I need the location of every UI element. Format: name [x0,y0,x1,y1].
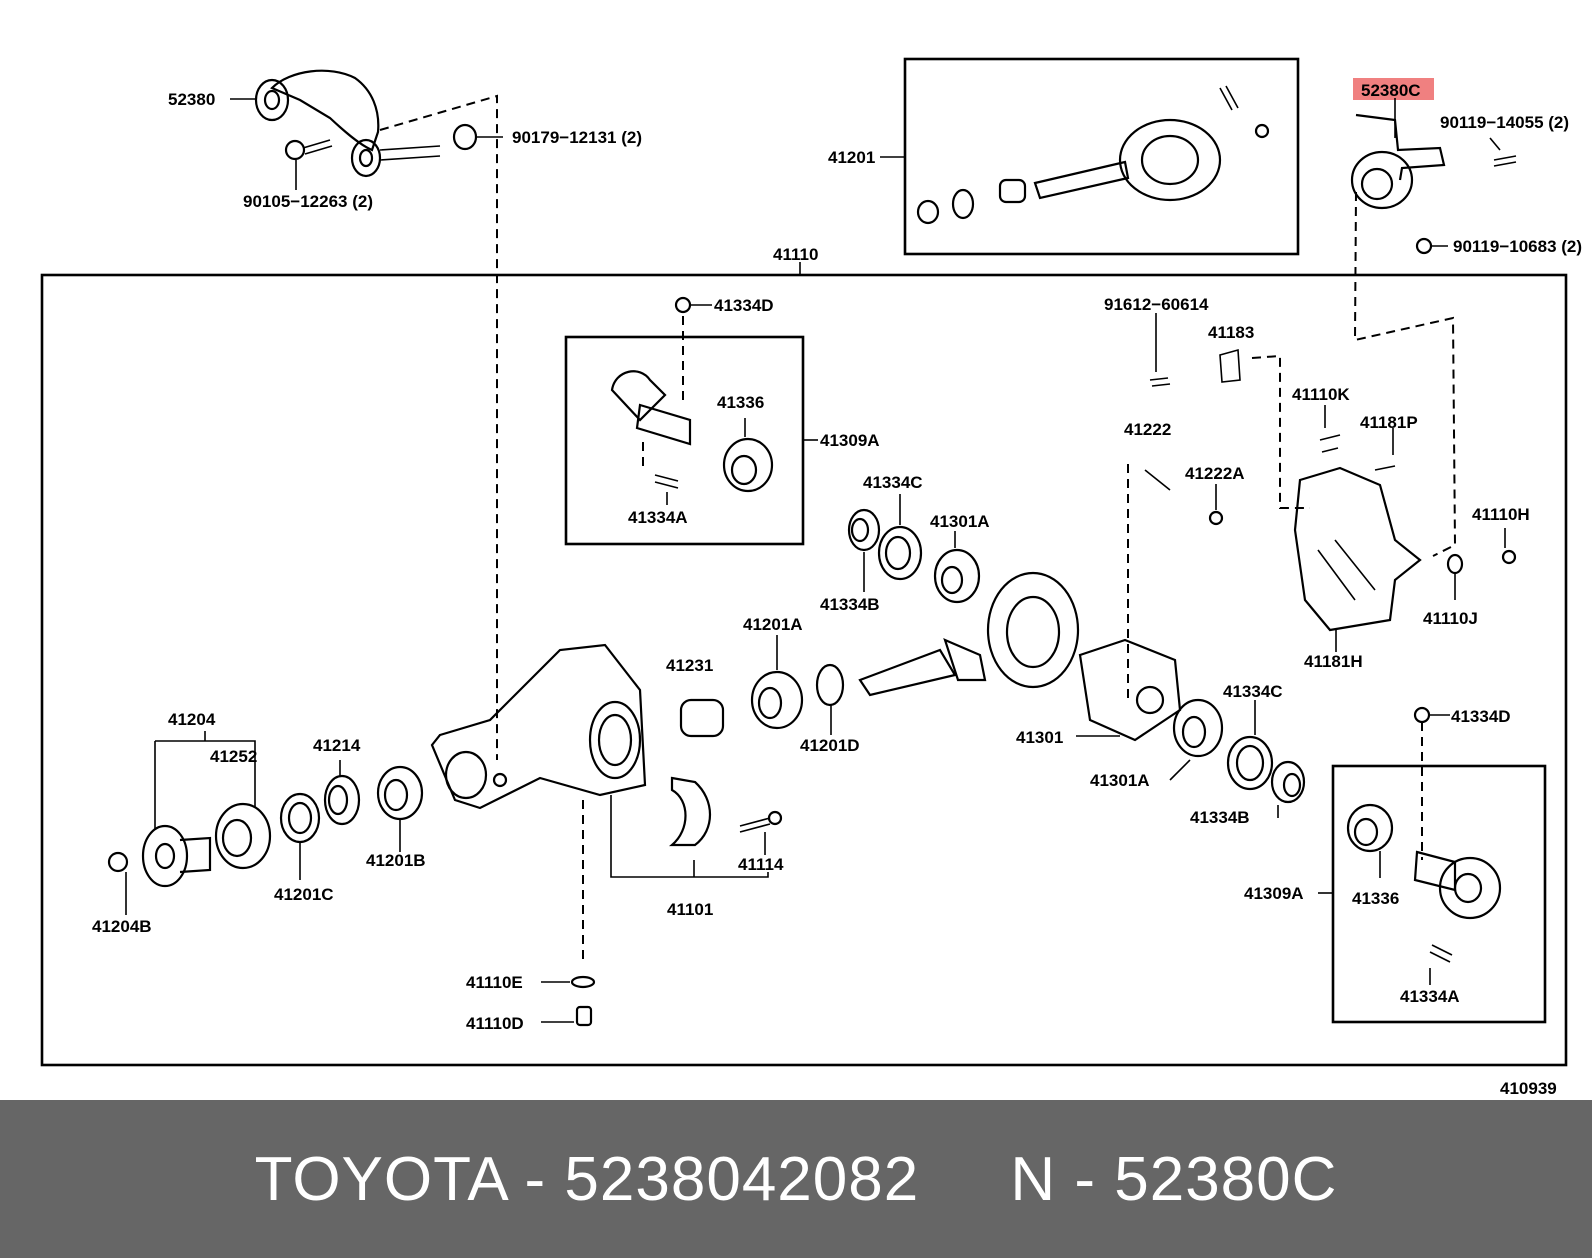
label-41334D-top: 41334D [714,296,774,315]
label-91612-60614: 91612−60614 [1104,295,1209,314]
label-41110: 41110 [773,245,818,264]
highlight-52380C [1353,78,1434,100]
label-41231: 41231 [666,656,713,675]
label-41181H: 41181H [1304,652,1363,671]
label-41201: 41201 [828,148,875,167]
label-41110D: 41110D [466,1014,524,1033]
footer-part-number: TOYOTA - 5238042082 N - 52380C [254,1144,1338,1214]
label-41201D: 41201D [800,736,860,755]
assembly-frame [40,273,1568,1067]
label-41252: 41252 [210,747,257,766]
label-41334D-bot: 41334D [1451,707,1511,726]
label-41334B-bot: 41334B [1190,808,1250,827]
label-52380C: 52380C [1361,81,1421,100]
label-41110J: 41110J [1423,609,1478,628]
label-41334C-bot: 41334C [1223,682,1283,701]
label-41110E: 41110E [466,973,523,992]
label-41204B: 41204B [92,917,152,936]
label-41301A-bot: 41301A [1090,771,1150,790]
label-41222: 41222 [1124,420,1171,439]
parts-diagram: 52380 90179−12131 (2) 90105−12263 (2) 41… [40,57,1582,1098]
ring-gear-pinion-set [916,85,1270,225]
pinion-parts [679,638,987,738]
label-41214: 41214 [313,736,361,755]
label-41110K: 41110K [1292,385,1350,404]
carrier-housing [430,643,647,810]
label-41183: 41183 [1208,323,1254,342]
rear-cover [1144,348,1517,632]
side-gear-shaft-right [1346,803,1502,963]
side-gear-shaft-left [610,370,774,493]
label-41201A: 41201A [743,615,803,634]
side-bearings-right [1172,698,1306,804]
label-41334B-top: 41334B [820,595,880,614]
label-41222A: 41222A [1185,464,1245,483]
bearing-cap [668,776,783,847]
label-410939: 410939 [1500,1079,1557,1098]
label-41336-bot: 41336 [1352,889,1399,908]
support-bracket-52380 [254,69,478,178]
ring-pinion-box [903,57,1300,256]
label-41336-top: 41336 [717,393,764,412]
label-41334A-top: 41334A [628,508,688,527]
label-52380: 52380 [168,90,215,109]
label-41114: 41114 [738,855,784,874]
label-41110H: 41110H [1472,505,1530,524]
label-41309A-top: 41309A [820,431,880,450]
label-41201C: 41201C [274,885,334,904]
label-41301A-top: 41301A [930,512,990,531]
label-90105-12263: 90105−12263 (2) [243,192,373,211]
label-41181P: 41181P [1360,413,1418,432]
label-41201B: 41201B [366,851,426,870]
label-90179-12131: 90179−12131 (2) [512,128,642,147]
label-41334A-bot: 41334A [1400,987,1460,1006]
side-gear-box-right [1331,764,1547,1024]
label-41334C-top: 41334C [863,473,923,492]
label-90119-14055: 90119−14055 (2) [1440,113,1569,132]
plugs [570,975,596,1027]
center-bearing-52380C [1350,113,1517,255]
label-41301: 41301 [1016,728,1063,747]
label-41101: 41101 [667,900,713,919]
label-41309A-bot: 41309A [1244,884,1304,903]
ring-gear-diff-case [847,508,1182,742]
label-90119-10683: 90119−10683 (2) [1453,237,1582,256]
footer-bar: TOYOTA - 5238042082 N - 52380C [0,1100,1592,1258]
label-41204: 41204 [168,710,216,729]
